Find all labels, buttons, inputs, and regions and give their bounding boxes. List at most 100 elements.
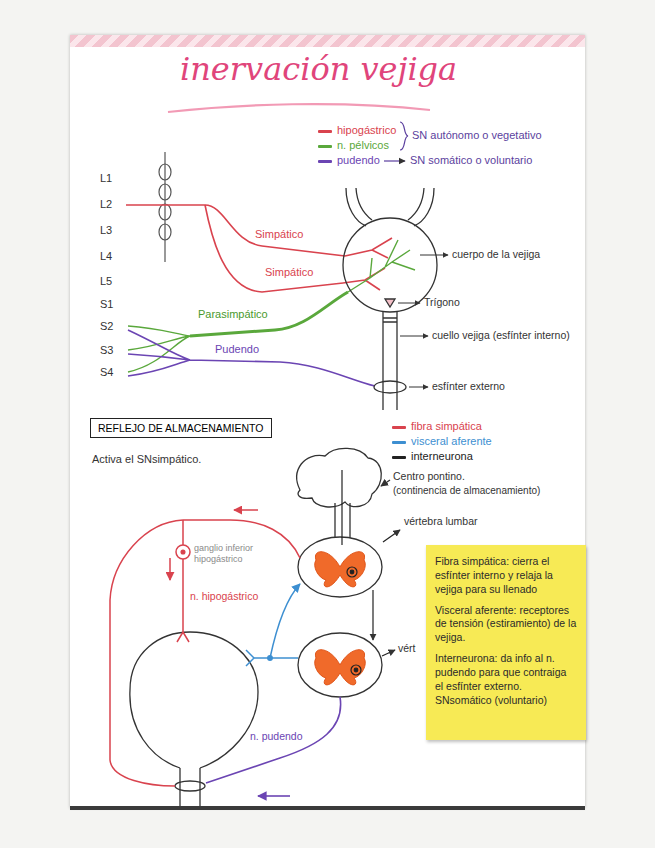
legend-item: n. pélvicos: [318, 139, 389, 152]
vertebra-level: L4: [100, 250, 112, 263]
part-label: ganglio inferior hipogástrico: [194, 543, 268, 566]
bladder-outline: [346, 188, 434, 226]
pudendal-nerve: [258, 795, 290, 797]
bladder-outline: [130, 632, 258, 806]
pudendal-nerve: [206, 697, 341, 783]
vertebra-level: S4: [100, 366, 113, 379]
interneuron-path: [354, 668, 358, 672]
sympathetic-fiber: [176, 545, 190, 559]
sticky-note: Fibra simpática: cierra el esfínter inte…: [426, 545, 586, 740]
interneuron-path: [341, 470, 342, 545]
spinal-section: [298, 537, 382, 697]
legend-item: interneurona: [392, 450, 473, 463]
vertebra-level: S1: [100, 298, 113, 311]
bladder-outline: [343, 188, 437, 410]
legend-item: hipogástrico: [318, 124, 396, 137]
hypogastric-nerve: [126, 205, 345, 256]
hypogastric-nerve: [126, 205, 392, 292]
sympathetic-chain: [159, 164, 171, 180]
vertebra-level: S2: [100, 320, 113, 333]
leader-arrow: [398, 303, 420, 304]
part-label: vért: [398, 642, 416, 655]
bladder-outline: [385, 299, 395, 307]
title-underline: [168, 104, 430, 112]
pudendal-nerve: [128, 330, 375, 386]
legend-item: visceral aferente: [392, 435, 492, 448]
part-label: cuerpo de la vejiga: [452, 248, 540, 261]
pelvic-nerves: [348, 240, 415, 292]
hypogastric-nerve: [343, 238, 392, 290]
paper-edge: [70, 806, 585, 810]
nerve-label: Pudendo: [215, 343, 259, 356]
leader-arrow: [398, 255, 448, 387]
part-label: vértebra lumbar: [404, 515, 478, 528]
sympathetic-fiber: [110, 510, 300, 786]
legend-brace: [400, 122, 408, 150]
node-text: Fibra simpática: cierra el esfínter inte…: [435, 555, 577, 597]
legend-text: n. pélvicos: [337, 139, 389, 151]
interneuron-path: [351, 665, 361, 675]
spinal-section: [315, 552, 366, 587]
sympathetic-fiber: [177, 520, 189, 642]
sympathetic-chain: [159, 204, 171, 220]
legend-swatch: [392, 456, 406, 459]
interneuron-path: [350, 570, 354, 574]
node-text: Interneurona: da info al n. pudendo para…: [435, 652, 577, 707]
sympathetic-chain: [159, 152, 171, 262]
vertebra-level: L3: [100, 224, 112, 237]
interneuron-path: [382, 650, 395, 656]
bladder-outline: [383, 318, 397, 322]
legend-text: visceral aferente: [411, 435, 492, 447]
nerve-label: n. hipogástrico: [190, 590, 258, 603]
spinal-section: [298, 537, 382, 597]
brainstem-outline: [297, 448, 390, 538]
spinal-gray-matter: [315, 650, 366, 685]
pelvic-nerves: [128, 326, 190, 372]
vertebra-level: L2: [100, 198, 112, 211]
visceral-afferent: [246, 650, 254, 666]
part-label: esfínter externo: [432, 380, 505, 393]
legend-text: hipogástrico: [337, 124, 396, 136]
sympathetic-fiber: [234, 509, 258, 511]
bladder-outline: [343, 218, 437, 312]
visceral-afferent: [270, 584, 300, 658]
spinal-section: [298, 633, 382, 697]
legend-item: fibra simpática: [392, 420, 482, 433]
bladder-outline: [374, 381, 406, 393]
legend-swatch: [392, 426, 406, 429]
sympathetic-chain: [164, 152, 165, 262]
legend-swatch: [392, 441, 406, 444]
diagram-title: inervación vejiga: [180, 50, 457, 88]
brainstem-outline: [381, 480, 390, 486]
leader-arrow: [409, 387, 428, 388]
sympathetic-chain: [159, 184, 171, 200]
legend-swatch: [318, 145, 332, 148]
hypogastric-nerve: [205, 205, 343, 292]
note-text: Activa el SNsimpático.: [92, 453, 201, 466]
nerve-label: Simpático: [255, 228, 303, 241]
sympathetic-fiber: [110, 520, 183, 786]
interneuron-path: [383, 530, 400, 542]
nerve-label: Simpático: [265, 266, 313, 279]
interneuron-path: [342, 470, 400, 675]
bladder-outline: [383, 311, 397, 410]
leader-arrow: [420, 255, 448, 256]
node-text: REFLEJO DE ALMACENAMIENTO: [98, 422, 264, 434]
legend-text: pudendo: [337, 154, 380, 166]
nerve-label: Parasimpático: [198, 308, 268, 321]
nerve-label: n. pudendo: [250, 730, 303, 743]
part-label: (continencia de almacenamiento): [393, 485, 540, 497]
interneuron-path: [347, 567, 357, 577]
bladder-outline: [180, 768, 200, 806]
legend-swatch: [318, 130, 332, 133]
paper-stripe: [70, 35, 585, 47]
legend-swatch: [318, 160, 332, 163]
sympathetic-fiber: [169, 558, 171, 580]
group-label: SN somático o voluntario: [410, 154, 532, 167]
brainstem-outline: [297, 448, 381, 507]
pelvic-nerves: [190, 292, 348, 336]
leader-arrow: [400, 336, 428, 337]
legend-item: pudendo: [318, 154, 380, 167]
node-text: Visceral aferente: receptores de tensión…: [435, 604, 577, 646]
